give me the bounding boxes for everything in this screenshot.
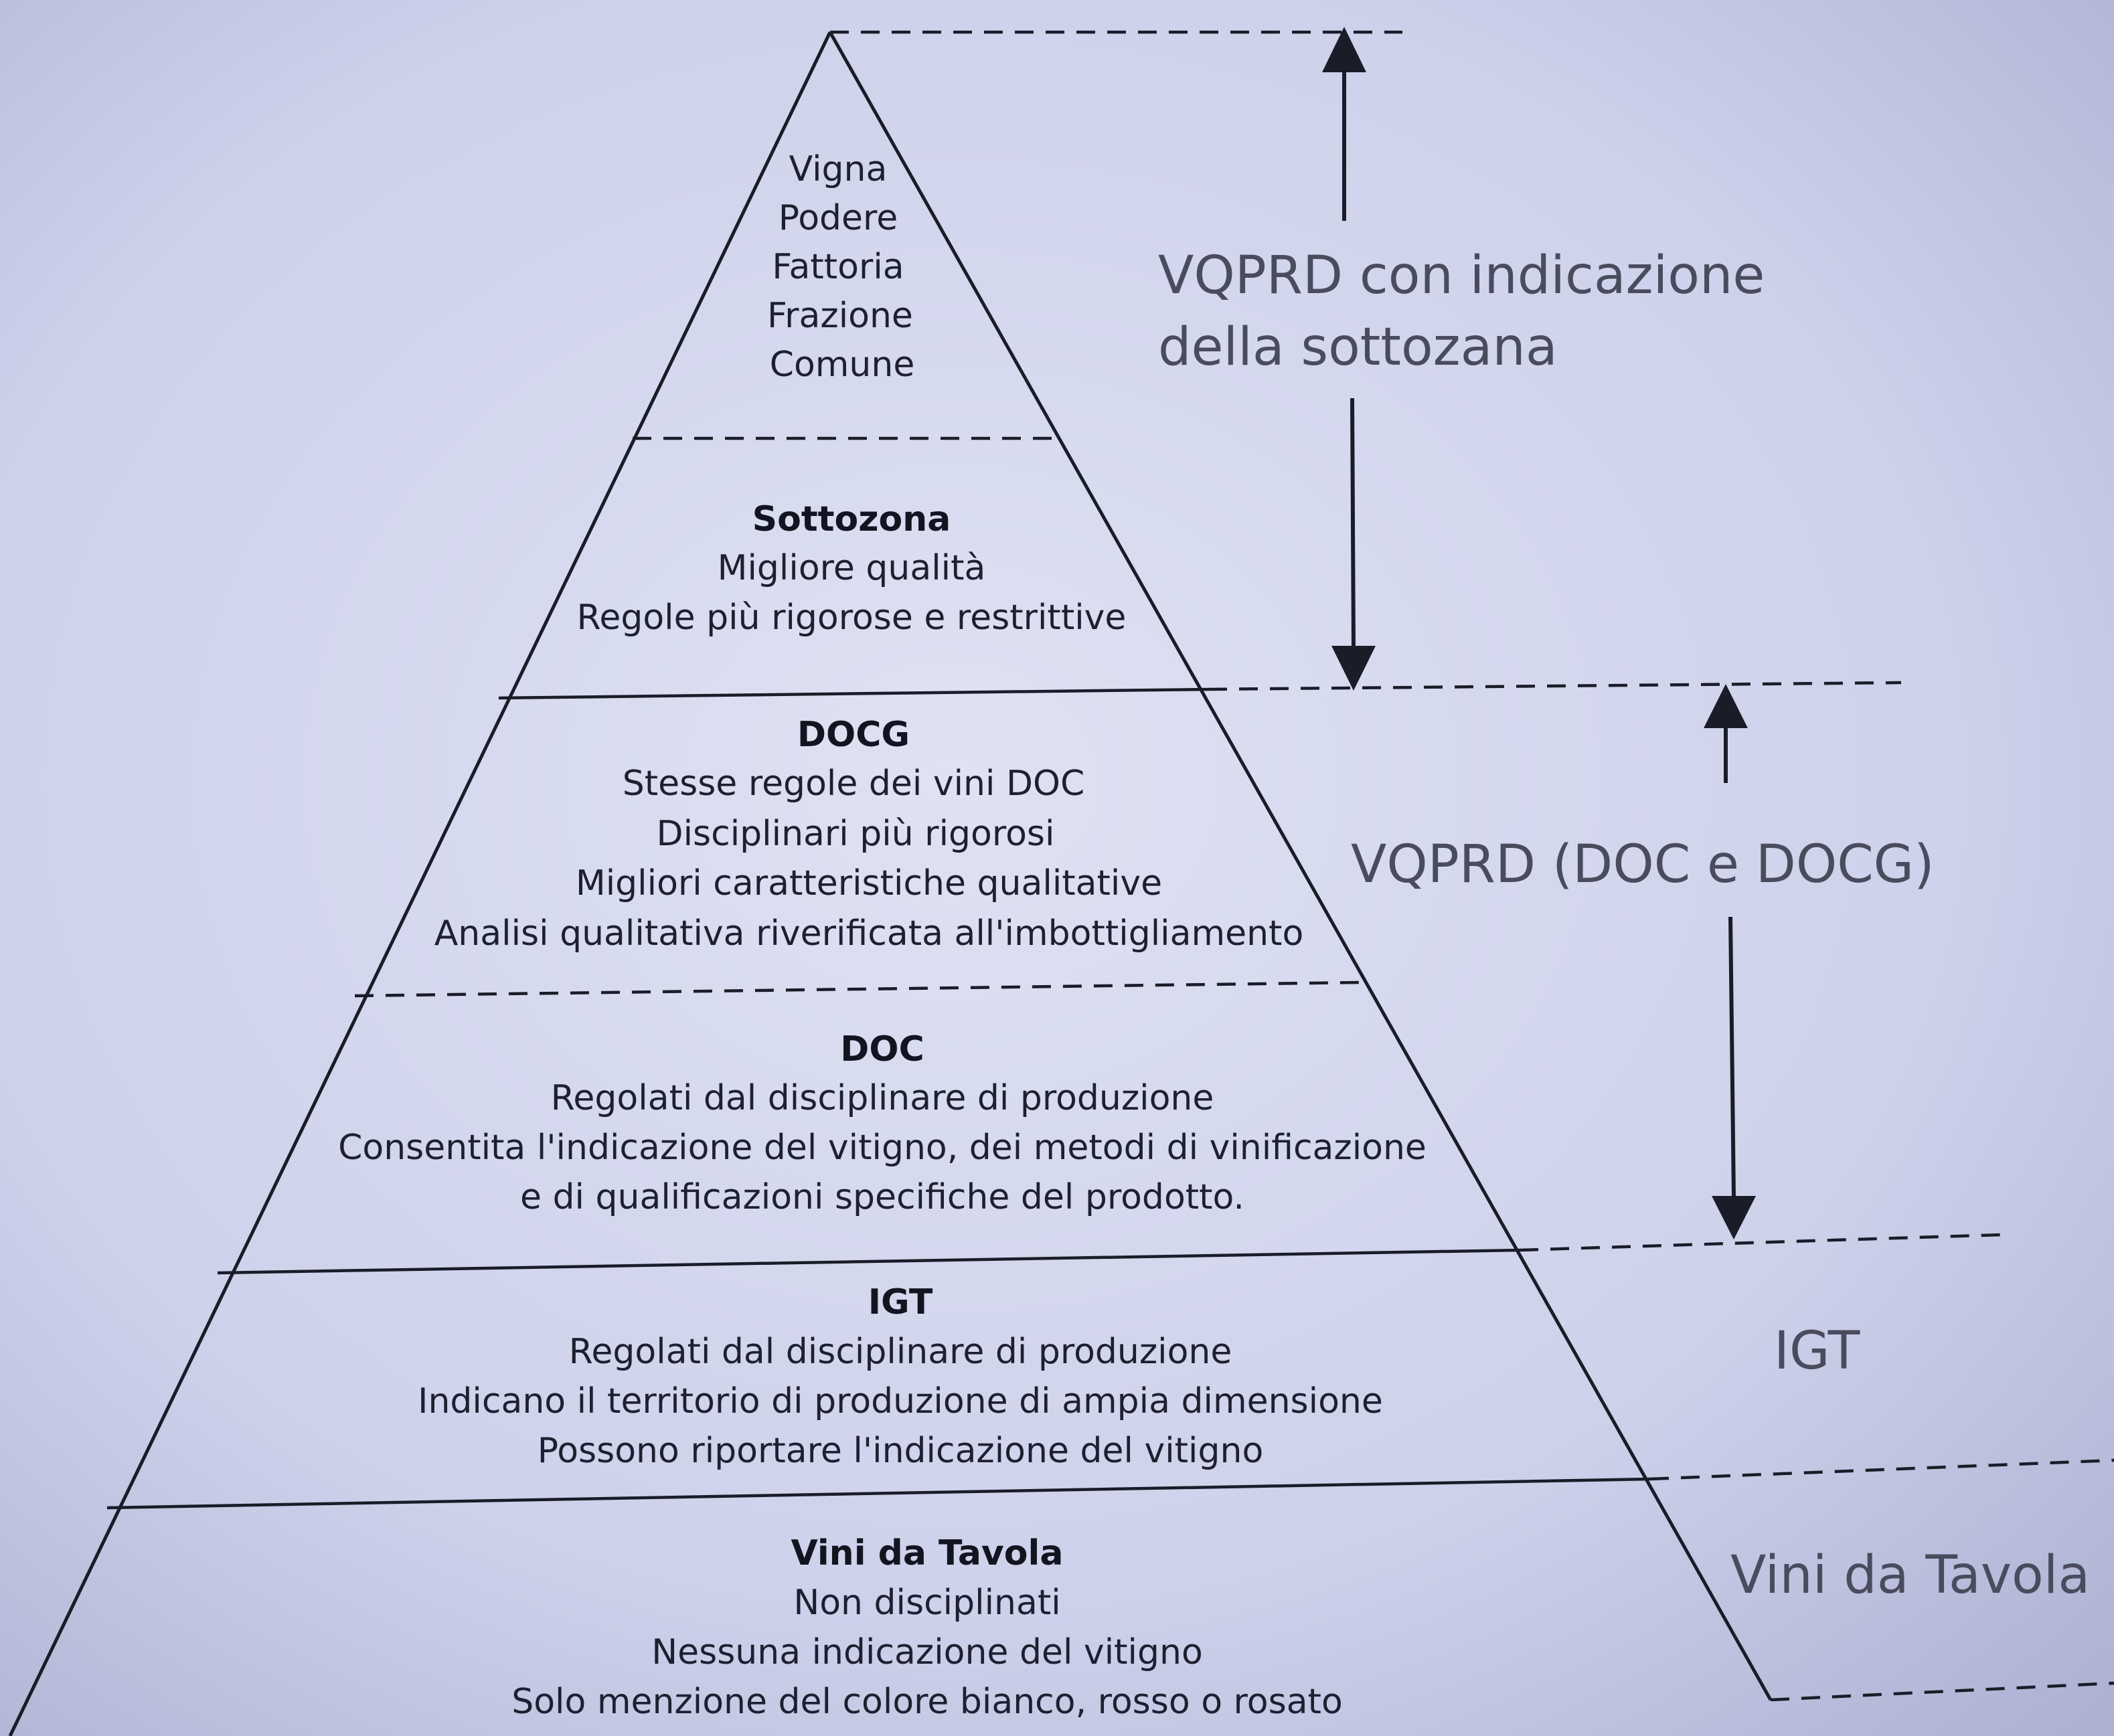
sottozona-line-2: Regole più rigorose e restrittive bbox=[577, 598, 1127, 638]
doc-line-1: Regolati dal disciplinare di produzione bbox=[551, 1078, 1214, 1118]
divider-doc-igt-extension bbox=[1519, 1233, 2002, 1252]
igt-title: IGT bbox=[868, 1282, 933, 1322]
label-vqprd-doc-docg: VQPRD (DOC e DOCG) bbox=[1351, 835, 1935, 895]
tier-top: Vigna Podere Fattoria Frazione Comune bbox=[767, 149, 914, 385]
vini-tavola-line-2: Nessuna indicazione del vitigno bbox=[651, 1632, 1203, 1672]
divider-igt-vini bbox=[106, 1477, 1651, 1510]
divider-bottom-extension bbox=[1770, 1681, 2114, 1702]
docg-line-3: Migliori caratteristiche qualitative bbox=[576, 863, 1162, 903]
vini-tavola-line-1: Non disciplinati bbox=[793, 1583, 1060, 1623]
arrow-down-vqprd-doc-docg-head bbox=[1712, 1196, 1756, 1239]
divider-sottozona-docg bbox=[498, 687, 1209, 700]
docg-line-2: Disciplinari più rigorosi bbox=[657, 814, 1055, 854]
divider-doc-igt bbox=[217, 1248, 1520, 1275]
label-igt: IGT bbox=[1774, 1321, 1860, 1381]
igt-line-1: Regolati dal disciplinare di produzione bbox=[569, 1332, 1232, 1372]
side-labels: VQPRD con indicazione della sottozana VQ… bbox=[1158, 246, 2090, 1605]
doc-line-2: Consentita l'indicazione del vitigno, de… bbox=[338, 1128, 1427, 1168]
label-vqprd-sottozona-line-2: della sottozana bbox=[1158, 317, 1558, 377]
top-tier-line-podere: Podere bbox=[779, 198, 898, 238]
arrow-down-vqprd-doc-docg-shaft bbox=[1728, 916, 1736, 1199]
vini-tavola-title: Vini da Tavola bbox=[791, 1533, 1064, 1573]
tier-vini-da-tavola: Vini da Tavola Non disciplinati Nessuna … bbox=[511, 1533, 1343, 1722]
top-tier-line-frazione: Frazione bbox=[767, 296, 913, 336]
docg-title: DOCG bbox=[797, 715, 910, 755]
docg-line-4: Analisi qualitativa riverificata all'imb… bbox=[434, 914, 1304, 954]
tier-docg: DOCG Stesse regole dei vini DOC Discipli… bbox=[434, 715, 1304, 954]
range-arrows bbox=[1322, 27, 1756, 1239]
arrow-up-vqprd-doc-docg-head bbox=[1704, 684, 1748, 728]
label-vqprd-sottozona-line-1: VQPRD con indicazione bbox=[1158, 246, 1765, 306]
sottozona-title: Sottozona bbox=[752, 499, 951, 539]
top-tier-line-fattoria: Fattoria bbox=[772, 247, 904, 287]
igt-line-3: Possono riportare l'indicazione del viti… bbox=[538, 1431, 1264, 1471]
top-tier-line-comune: Comune bbox=[770, 345, 915, 385]
tier-doc: DOC Regolati dal disciplinare di produzi… bbox=[338, 1029, 1427, 1217]
arrow-down-vqprd-sottozona-shaft bbox=[1350, 398, 1356, 648]
igt-line-2: Indicano il territorio di produzione di … bbox=[418, 1381, 1383, 1421]
vini-tavola-line-3: Solo menzione del colore bianco, rosso o… bbox=[511, 1682, 1343, 1722]
pyramid-outline bbox=[8, 31, 1773, 1736]
doc-title: DOC bbox=[840, 1029, 924, 1069]
pyramid-right-edge bbox=[828, 31, 1773, 1701]
sottozona-line-1: Migliore qualità bbox=[718, 548, 986, 588]
tier-sottozona: Sottozona Migliore qualità Regole più ri… bbox=[577, 499, 1127, 638]
tier-igt: IGT Regolati dal disciplinare di produzi… bbox=[418, 1282, 1383, 1471]
pyramid-left-edge bbox=[8, 31, 832, 1736]
label-vini-da-tavola: Vini da Tavola bbox=[1730, 1545, 2090, 1605]
divider-igt-vini-extension bbox=[1649, 1458, 2114, 1481]
tier-dividers bbox=[106, 30, 2114, 1702]
docg-line-1: Stesse regole dei vini DOC bbox=[623, 764, 1085, 804]
divider-docg-doc bbox=[354, 980, 1360, 998]
divider-sottozona-docg-extension bbox=[1208, 681, 1902, 691]
arrow-down-vqprd-sottozona-head bbox=[1331, 646, 1376, 691]
top-tier-line-vigna: Vigna bbox=[789, 149, 888, 189]
arrow-up-vqprd-sottozona-head bbox=[1322, 27, 1366, 72]
doc-line-3: e di qualificazioni specifiche del prodo… bbox=[520, 1177, 1244, 1217]
